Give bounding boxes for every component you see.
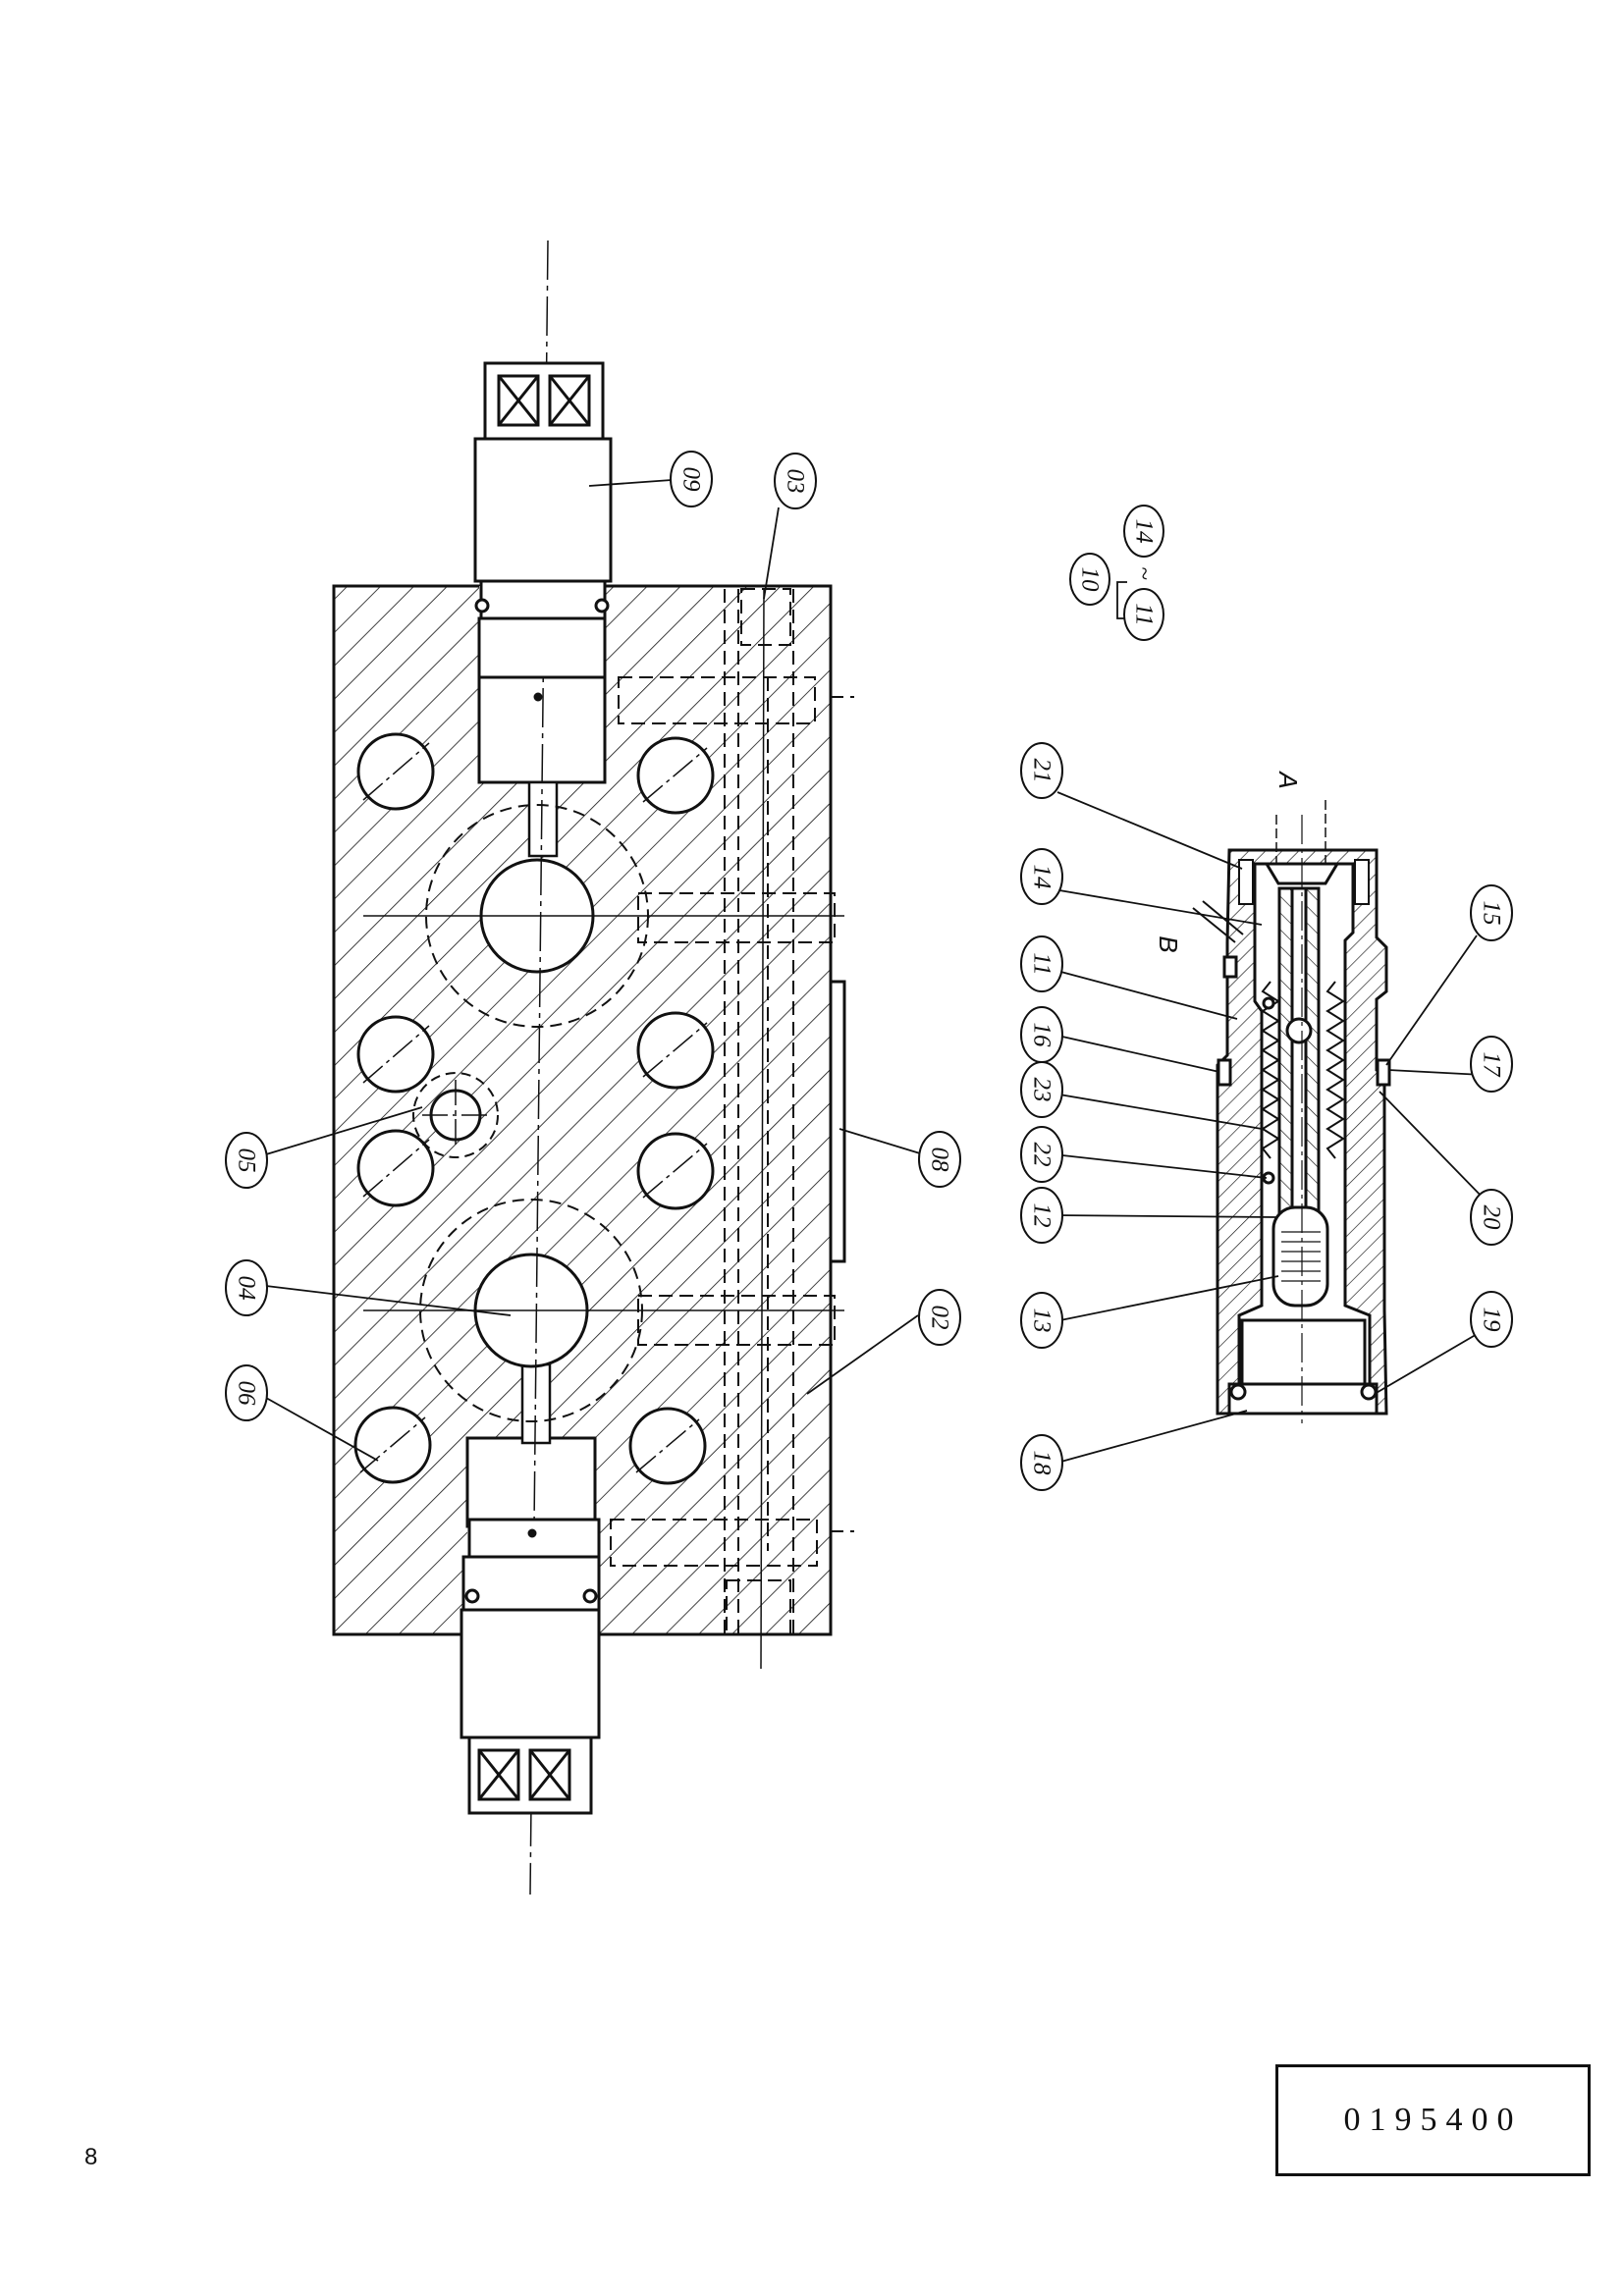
- callout-02: 02: [918, 1289, 961, 1346]
- drawing-number-box: 0195400: [1275, 2064, 1591, 2176]
- callout-11: 11: [1020, 935, 1063, 992]
- callout-22: 22: [1020, 1126, 1063, 1183]
- callout-09: 09: [670, 451, 713, 507]
- svg-text:15: 15: [1479, 901, 1505, 926]
- callout-03: 03: [774, 453, 817, 509]
- svg-text:~: ~: [1131, 566, 1158, 580]
- svg-text:10: 10: [1077, 567, 1104, 593]
- svg-text:14: 14: [1029, 865, 1055, 889]
- page-number: 8: [84, 2144, 98, 2170]
- cartridge-valve-section: [1192, 800, 1391, 1423]
- svg-text:12: 12: [1029, 1203, 1055, 1228]
- svg-text:11: 11: [1029, 952, 1055, 975]
- callout-10: 10: [1069, 553, 1110, 606]
- svg-text:23: 23: [1029, 1078, 1055, 1102]
- svg-text:05: 05: [234, 1148, 260, 1173]
- callout-04: 04: [225, 1259, 268, 1316]
- callout-20: 20: [1470, 1189, 1513, 1246]
- callouts: 09 03 05 08 04 02 06 10 11 ~ 14 21 14 11…: [225, 451, 1513, 1491]
- svg-text:09: 09: [678, 467, 705, 493]
- svg-text:03: 03: [783, 469, 809, 494]
- svg-text:22: 22: [1029, 1143, 1055, 1167]
- drawing-number: 0195400: [1343, 2102, 1523, 2138]
- callout-12: 12: [1020, 1187, 1063, 1244]
- callout-19: 19: [1470, 1291, 1513, 1348]
- svg-text:19: 19: [1479, 1308, 1505, 1333]
- svg-text:11: 11: [1131, 603, 1158, 625]
- callout-11-range: 11: [1123, 588, 1164, 641]
- callout-08: 08: [918, 1131, 961, 1188]
- callout-14: 14: [1020, 848, 1063, 905]
- callout-06: 06: [225, 1364, 268, 1421]
- svg-text:16: 16: [1029, 1023, 1055, 1048]
- port-label-a: A: [1273, 770, 1303, 788]
- svg-text:02: 02: [927, 1306, 953, 1330]
- svg-text:04: 04: [234, 1276, 260, 1301]
- range-tilde: ~: [1131, 566, 1158, 580]
- svg-text:13: 13: [1029, 1308, 1055, 1333]
- svg-text:14: 14: [1131, 519, 1158, 544]
- side-plate: [829, 980, 846, 1263]
- port-label-b: B: [1154, 935, 1183, 952]
- callout-17: 17: [1470, 1036, 1513, 1093]
- solenoid-core: [1271, 1205, 1329, 1308]
- callout-23: 23: [1020, 1061, 1063, 1118]
- svg-text:08: 08: [927, 1148, 953, 1173]
- callout-15: 15: [1470, 884, 1513, 941]
- svg-text:A: A: [1273, 770, 1303, 788]
- svg-text:06: 06: [234, 1381, 260, 1407]
- callout-18: 18: [1020, 1434, 1063, 1491]
- svg-text:20: 20: [1479, 1205, 1505, 1231]
- callout-16: 16: [1020, 1006, 1063, 1063]
- svg-text:18: 18: [1029, 1451, 1055, 1476]
- svg-text:B: B: [1154, 935, 1183, 952]
- svg-text:17: 17: [1479, 1052, 1505, 1079]
- callout-14-range: 14: [1123, 505, 1164, 558]
- svg-text:21: 21: [1029, 759, 1055, 783]
- bottom-solenoid: [460, 1518, 601, 1815]
- callout-21: 21: [1020, 742, 1063, 799]
- leader-lines: [249, 479, 1488, 1464]
- callout-13: 13: [1020, 1292, 1063, 1349]
- top-solenoid: [473, 361, 613, 702]
- callout-05: 05: [225, 1132, 268, 1189]
